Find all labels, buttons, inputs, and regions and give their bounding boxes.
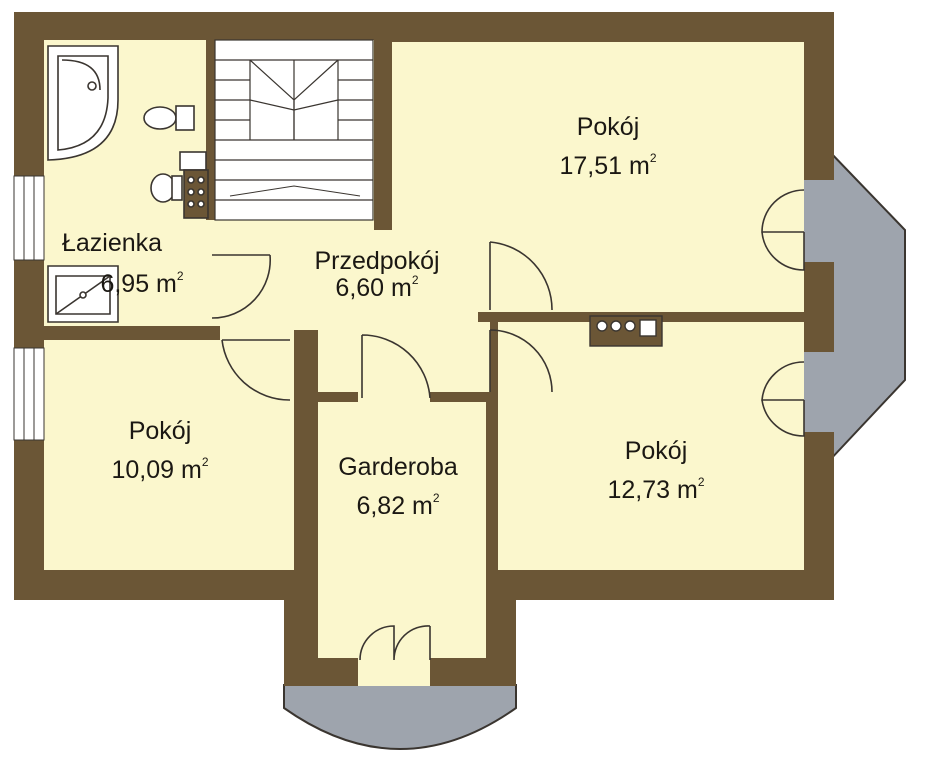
door-balcony-east-1	[761, 189, 805, 271]
bidet-icon	[150, 173, 183, 203]
floor-pokoj-w	[44, 340, 294, 570]
room-label-lazienka: Łazienka 6,95 m2	[40, 229, 184, 299]
wall-garderoba-west	[294, 330, 318, 600]
room-name: Garderoba	[338, 453, 458, 481]
wall-east-pier	[804, 262, 834, 352]
room-name: Przedpokój	[314, 247, 440, 275]
room-area: 6,60 m2	[335, 273, 419, 303]
wall-garderoba-east	[486, 400, 498, 600]
windows-east	[804, 180, 834, 432]
door-balcony-south	[359, 625, 431, 661]
door-pokoj-w	[221, 339, 291, 401]
floor-garderoba	[318, 398, 486, 658]
windows-west	[13, 175, 45, 441]
wall-stair-east	[374, 40, 392, 230]
doors	[211, 189, 805, 661]
room-area: 10,09 m2	[111, 455, 209, 485]
wall-garderoba-north	[318, 392, 358, 402]
room-label-pokoj-w: Pokój 10,09 m2	[111, 418, 208, 484]
room-area: 17,51 m2	[559, 151, 657, 181]
room-floors	[44, 40, 804, 658]
staircase-icon	[214, 39, 374, 221]
room-label-pokoj-ne: Pokój 17,51 m2	[559, 114, 656, 180]
bathtub-icon	[47, 45, 119, 161]
room-name: Pokój	[624, 437, 688, 465]
room-area: 12,73 m2	[607, 475, 705, 505]
wall-garderoba-north-2	[430, 392, 498, 402]
balcony-east	[827, 147, 906, 465]
wall-bath-east	[206, 40, 216, 220]
floor-pokoj-ne	[392, 42, 804, 312]
room-label-garderoba: Garderoba 6,82 m2	[338, 454, 458, 520]
door-south-balcony-gap	[358, 658, 430, 686]
stove-icon	[589, 315, 663, 347]
door-balcony-east-2	[761, 361, 805, 437]
door-pokoj-ne	[489, 241, 553, 311]
room-area: 6,82 m2	[356, 491, 440, 521]
room-label-przedpokoj: Przedpokój 6,60 m2	[314, 248, 439, 302]
sink-icon	[179, 151, 209, 219]
shower-tray-icon	[47, 265, 119, 323]
room-label-pokoj-se: Pokój 12,73 m2	[607, 438, 704, 504]
floor-pokoj-se	[498, 322, 804, 570]
toilet-icon	[143, 46, 195, 131]
door-garderoba	[361, 334, 431, 399]
wall-bath-south	[44, 326, 220, 340]
room-name: Pokój	[576, 113, 640, 141]
room-name: Pokój	[128, 417, 192, 445]
door-bathroom	[211, 254, 272, 319]
room-name: Łazienka	[61, 229, 163, 257]
balcony-south	[283, 684, 517, 750]
door-pokoj-se	[489, 329, 553, 393]
room-area: 6,95 m2	[100, 269, 184, 299]
